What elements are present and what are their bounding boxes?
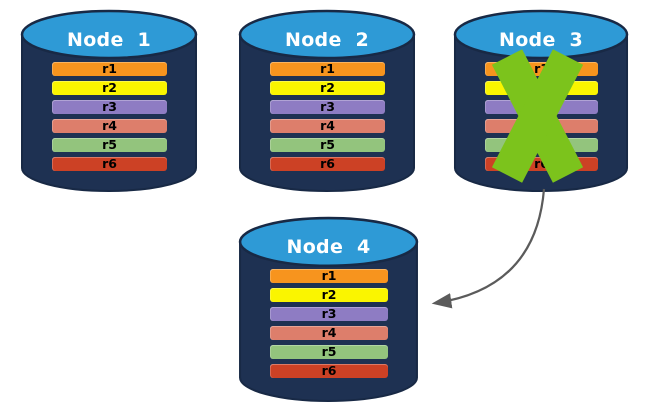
replica-row-label: r6 [102, 156, 117, 171]
replica-row: r5 [270, 345, 388, 359]
replica-row: r6 [52, 157, 167, 171]
replica-row-label: r1 [102, 61, 117, 76]
replica-row-label: r2 [102, 80, 117, 95]
replica-row: r4 [52, 119, 167, 133]
replica-row: r1 [270, 269, 388, 283]
node-1: Node 1 r1 r2 r3 r4 r5 r6 [19, 8, 199, 192]
replica-row: r6 [270, 364, 388, 378]
replica-row: r4 [485, 119, 598, 133]
replica-row: r5 [52, 138, 167, 152]
replica-row-label: r6 [534, 156, 549, 171]
replica-rows: r1 r2 r3 r4 r5 r6 [52, 62, 167, 176]
replica-row-label: r5 [320, 137, 335, 152]
replica-row-label: r4 [534, 118, 549, 133]
replica-rows: r1 r2 r3 r4 r5 r6 [270, 269, 388, 383]
replica-row-label: r4 [321, 325, 337, 340]
replica-row: r3 [485, 100, 598, 114]
replica-row: r3 [270, 307, 388, 321]
replica-row: r2 [270, 81, 385, 95]
replica-row: r3 [52, 100, 167, 114]
replica-row: r5 [485, 138, 598, 152]
node-4: Node 4 r1 r2 r3 r4 r5 r6 [237, 215, 420, 402]
replica-row-label: r4 [320, 118, 335, 133]
replica-row: r1 [485, 62, 598, 76]
replica-row: r6 [270, 157, 385, 171]
replica-rows: r1 r2 r3 r4 r5 r6 [270, 62, 385, 176]
replica-row-label: r3 [102, 99, 117, 114]
replica-row-label: r3 [534, 99, 549, 114]
replica-row: r2 [485, 81, 598, 95]
replica-row-label: r5 [534, 137, 549, 152]
node-2: Node 2 r1 r2 r3 r4 r5 r6 [237, 8, 417, 192]
node-title: Node 1 [67, 29, 151, 51]
cylinder-top [238, 216, 419, 268]
replica-row: r2 [52, 81, 167, 95]
replica-row-label: r6 [321, 363, 337, 378]
replica-row-label: r3 [320, 99, 335, 114]
replica-row: r1 [270, 62, 385, 76]
node-title: Node 3 [499, 29, 583, 51]
replica-row: r4 [270, 119, 385, 133]
replica-row-label: r3 [321, 306, 337, 321]
cylinder-top [238, 9, 416, 60]
replica-rows: r1 r2 r3 r4 r5 r6 [485, 62, 598, 176]
replica-row: r2 [270, 288, 388, 302]
replica-row: r4 [270, 326, 388, 340]
replica-row-label: r4 [102, 118, 117, 133]
replica-row-label: r2 [534, 80, 549, 95]
replica-row-label: r5 [102, 137, 117, 152]
replica-row: r1 [52, 62, 167, 76]
replica-row-label: r1 [320, 61, 335, 76]
replica-row: r6 [485, 157, 598, 171]
node-3: Node 3 r1 r2 r3 r4 r5 r6 [452, 8, 630, 192]
replica-row-label: r1 [534, 61, 549, 76]
curved-arrow-icon [431, 188, 546, 309]
node-title: Node 2 [285, 29, 369, 51]
replica-row-label: r2 [320, 80, 335, 95]
replica-row-label: r6 [320, 156, 335, 171]
replica-row-label: r2 [321, 287, 337, 302]
replica-row-label: r5 [321, 344, 337, 359]
replica-row: r3 [270, 100, 385, 114]
cylinder-top [20, 9, 198, 60]
node-title: Node 4 [286, 236, 371, 258]
replica-row-label: r1 [321, 268, 337, 283]
replica-row: r5 [270, 138, 385, 152]
